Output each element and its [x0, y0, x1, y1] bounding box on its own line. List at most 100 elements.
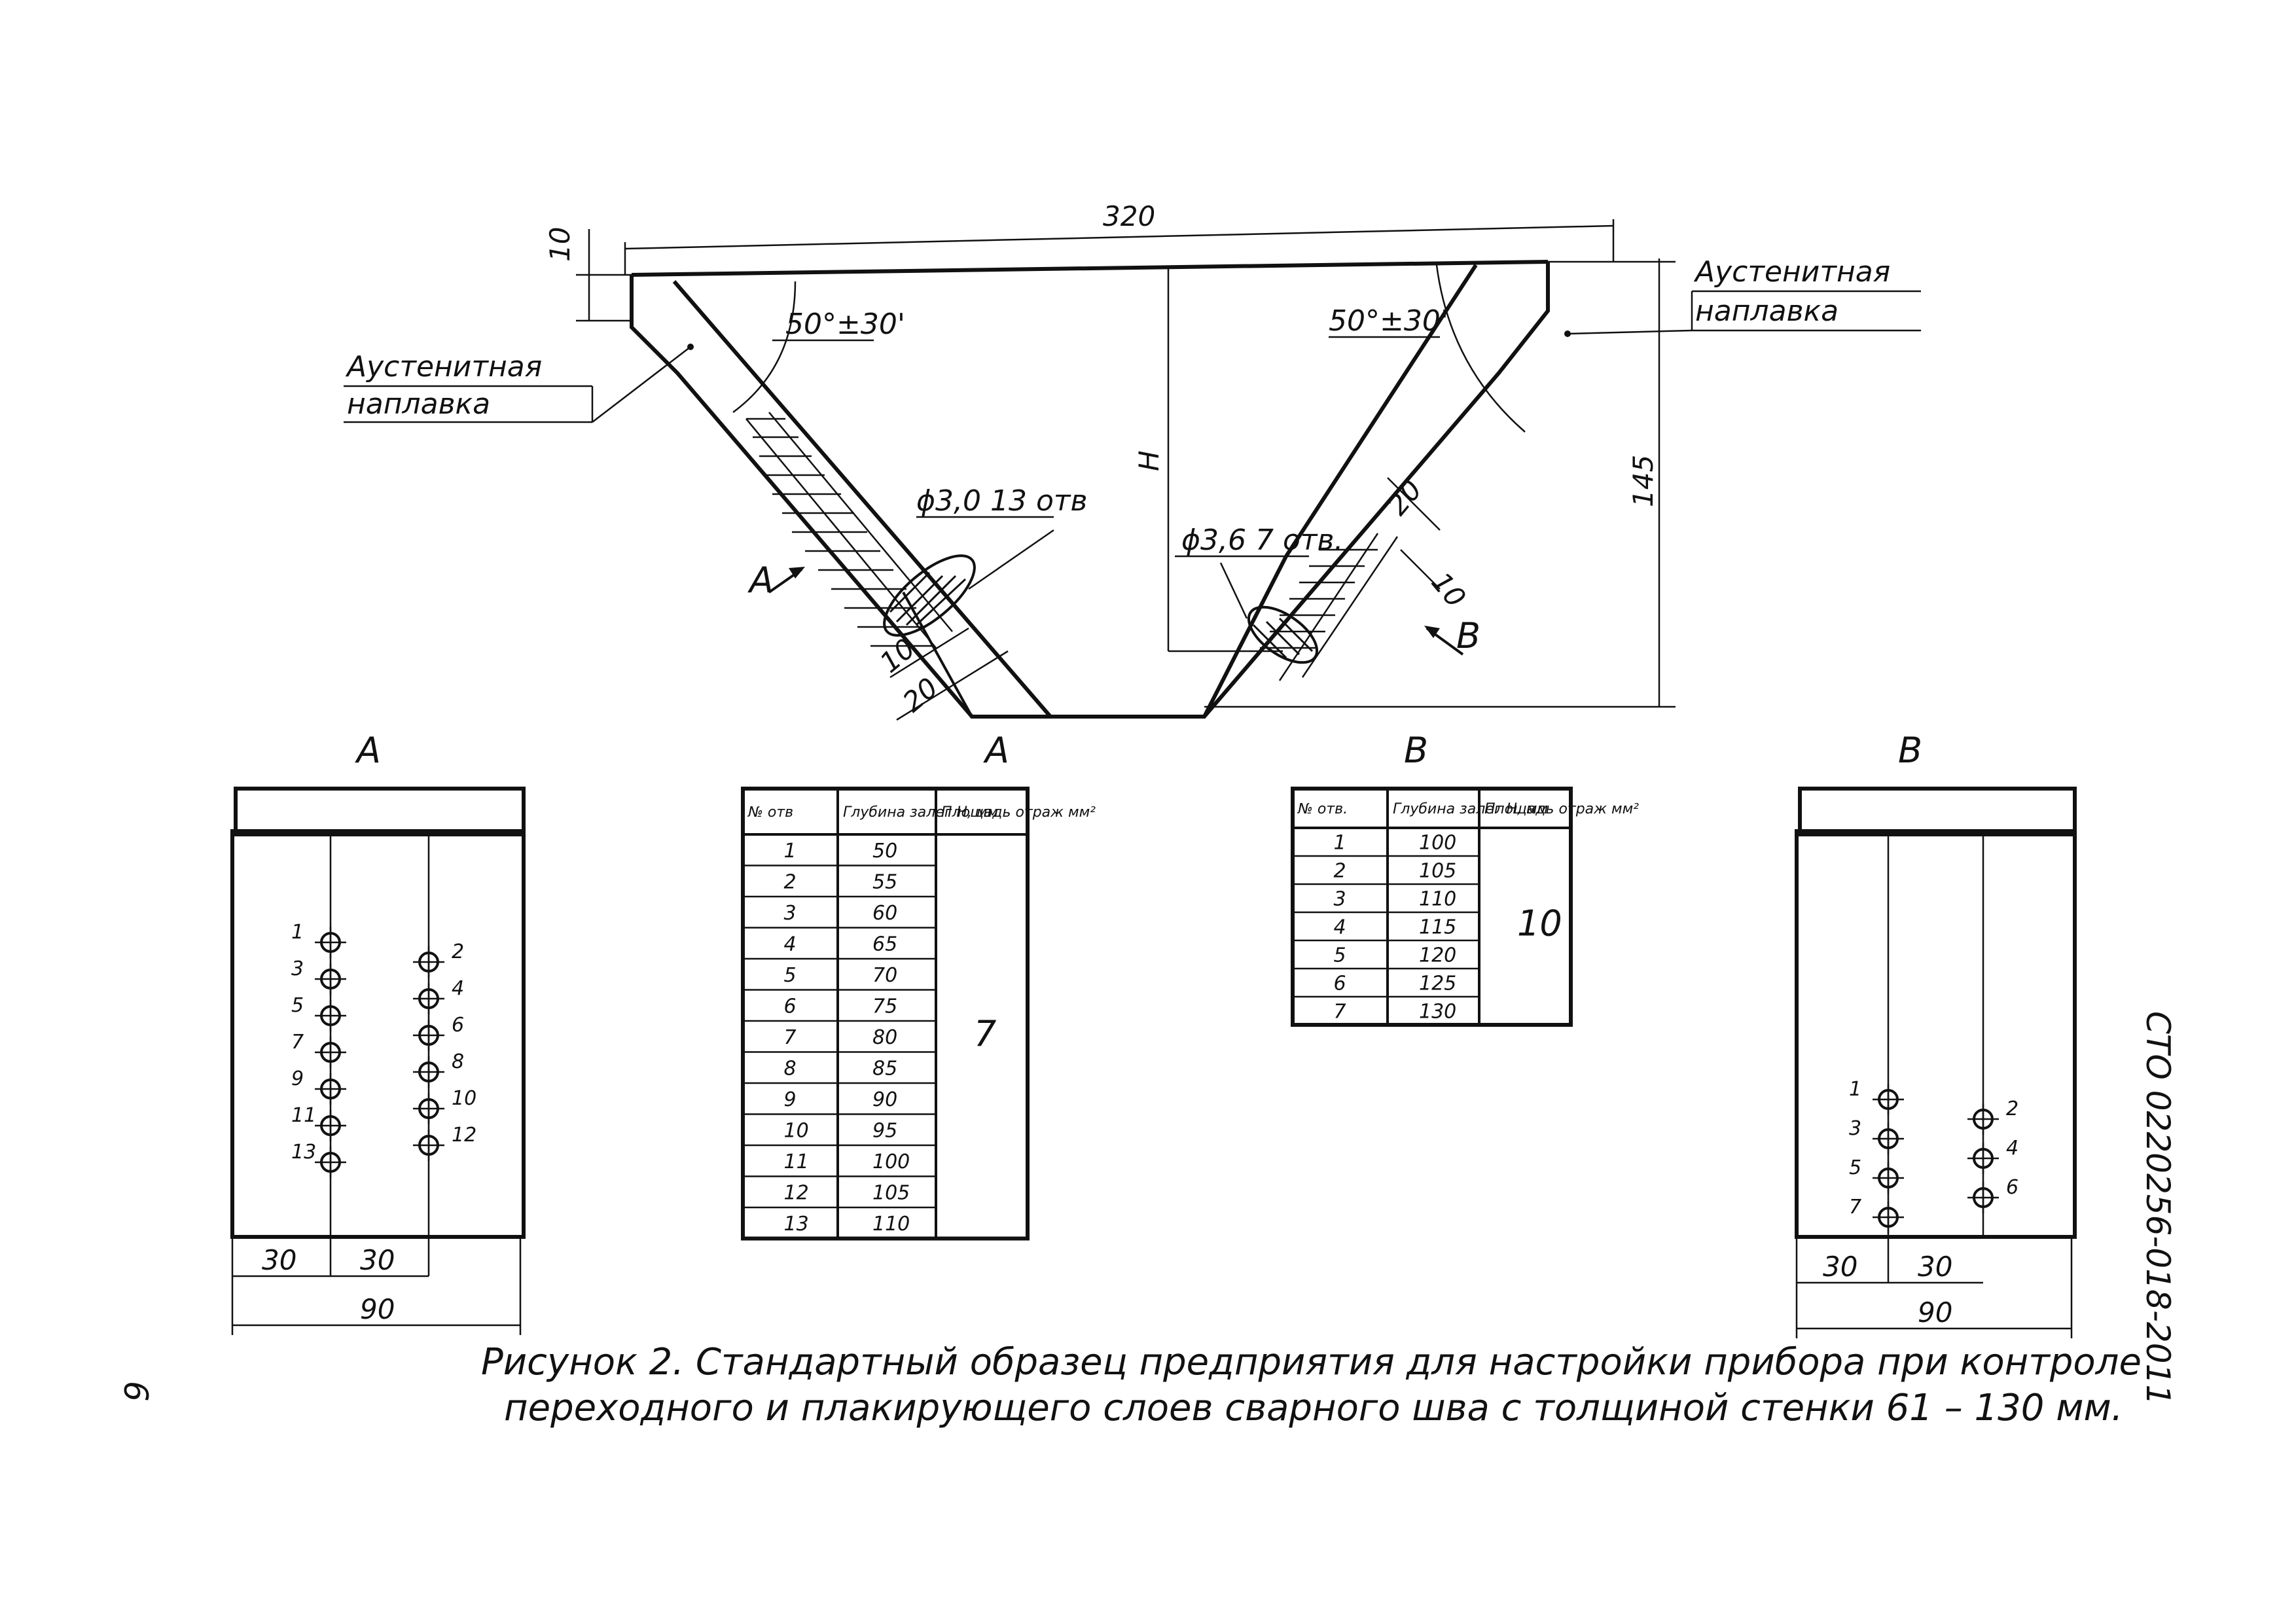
table-a-cell-no: 10	[784, 1119, 809, 1142]
table-b-cell-depth: 100	[1419, 832, 1456, 855]
plate-b-right-holes: 2 4 6	[1967, 1097, 2018, 1213]
dim-right-20-label: 20	[1381, 474, 1428, 521]
plate-b-right-hole-label: 6	[2006, 1176, 2018, 1199]
plate-a-dim-30-left: 30	[262, 1244, 296, 1276]
table-b-cell-no: 4	[1334, 916, 1346, 939]
angle-arc-left	[732, 281, 797, 414]
plate-b-right-hole-label: 4	[2006, 1137, 2018, 1160]
plate-a-left-hole-label: 9	[291, 1067, 304, 1090]
right-holes-axis	[1278, 533, 1379, 681]
table-a-cell-no: 6	[784, 995, 797, 1018]
plate-b-left-hole-label: 7	[1849, 1196, 1861, 1219]
table-a-cell-no: 9	[784, 1088, 797, 1111]
table-a-cell-depth: 75	[872, 995, 897, 1018]
table-a-cell-depth: 95	[872, 1119, 897, 1142]
table-a-cell-depth: 50	[872, 840, 897, 863]
dim-right-10-label: 10	[1425, 566, 1472, 613]
dim-145-label: 145	[1627, 455, 1659, 507]
left-hole-ticks	[745, 412, 953, 649]
holes-left-leader	[968, 529, 1054, 590]
plate-a-right-hole-label: 4	[452, 977, 464, 1000]
dim-left-10-label: 10	[874, 632, 921, 679]
dim-right-10	[1400, 549, 1441, 590]
table-b-cell-no: 6	[1334, 972, 1346, 995]
document-code: СТО 0220256-018-2011	[2139, 1011, 2177, 1405]
plate-a-left-hole-label: 5	[291, 994, 304, 1017]
left-weld-section	[883, 554, 976, 637]
holes-right-label: ϕ3,6 7 отв.	[1181, 524, 1343, 557]
angle-left-label: 50°±30'	[785, 308, 905, 341]
dim-left-20	[896, 650, 1009, 721]
table-a-header: Глубина залег H, мм	[843, 804, 998, 821]
table-a-cell-no: 2	[784, 870, 797, 893]
table-b-cell-depth: 125	[1419, 972, 1456, 995]
left-cladding-step	[902, 592, 973, 717]
plate-b-right-hole-label: 2	[2006, 1097, 2018, 1120]
austenitic-left-leader	[592, 346, 691, 423]
table-b-cell-depth: 120	[1419, 944, 1456, 967]
cross-section: H 50°±30' 50°±30'	[344, 200, 1921, 721]
page-number: 6	[117, 1381, 154, 1402]
left-holes-axis	[745, 418, 937, 649]
block-outline	[630, 262, 1550, 719]
table-a-cell-depth: 65	[872, 933, 897, 955]
table-a-header: Площадь отраж мм²	[941, 804, 1096, 821]
plate-a-right-hole-label: 6	[452, 1014, 464, 1037]
table-a-cell-depth: 85	[872, 1057, 897, 1080]
plate-a-dim-90: 90	[360, 1293, 395, 1325]
table-a-cell-no: 12	[784, 1181, 809, 1204]
table-a-cell-no: 5	[784, 964, 797, 987]
table-a-cell-no: 13	[784, 1213, 809, 1236]
austenitic-right-dot	[1564, 330, 1571, 337]
table-a-cell-depth: 70	[872, 964, 897, 987]
table-a-cell-no: 7	[784, 1026, 797, 1049]
plate-a-right-hole-label: 2	[452, 940, 464, 963]
austenitic-right-leader	[1567, 329, 1693, 335]
caption-line-2: переходного и плакирующего слоев сварног…	[504, 1387, 2123, 1429]
dim-320-label: 320	[1103, 200, 1155, 232]
table-a-cell-no: 11	[784, 1150, 809, 1173]
arrow-b: B	[1424, 615, 1480, 656]
holes-right-leader	[1219, 562, 1248, 619]
table-a-header: № отв	[747, 804, 793, 821]
table-b-title: B	[1404, 730, 1428, 771]
austenitic-left-dot	[687, 344, 694, 350]
table-a-title: A	[983, 730, 1009, 771]
table-a-cell-depth: 60	[872, 902, 897, 925]
dim-320-line	[624, 224, 1614, 250]
table-b-cell-no: 7	[1334, 1001, 1346, 1024]
plate-a-left-hole-label: 1	[291, 921, 304, 944]
dim-right-20	[1387, 477, 1441, 531]
plate-b-left-hole-label: 5	[1849, 1156, 1861, 1179]
table-a-cell-depth: 90	[872, 1088, 897, 1111]
dim-10-top-label: 10	[544, 227, 576, 262]
holes-left-label: ϕ3,0 13 отв	[916, 484, 1087, 518]
table-a-cell-no: 3	[784, 902, 797, 925]
plate-a-dim-30-right: 30	[360, 1244, 395, 1276]
plate-b-left-hole-label: 1	[1849, 1078, 1861, 1101]
caption-line-1: Рисунок 2. Стандартный образец предприят…	[481, 1341, 2142, 1383]
table-b-cell-no: 1	[1334, 832, 1346, 855]
table-b-cell-depth: 115	[1419, 916, 1456, 939]
plate-a-right-hole-label: 10	[452, 1087, 476, 1110]
plate-a-left-hole-label: 7	[291, 1031, 304, 1054]
arrow-b-label: B	[1456, 615, 1480, 656]
table-b-header: Глубина залег H, мм	[1393, 801, 1548, 817]
arrow-a: A	[747, 560, 805, 601]
table-a-cell-no: 4	[784, 933, 797, 955]
h-dimension-label: H	[1133, 450, 1165, 471]
dim-left-10	[889, 627, 969, 679]
block-top-edge	[631, 260, 1549, 277]
view-a-title: A	[355, 730, 381, 771]
table-b-cell-depth: 110	[1419, 888, 1456, 911]
table-b-cell-depth: 105	[1419, 860, 1456, 883]
table-b-header: Площадь отраж мм²	[1484, 801, 1639, 817]
table-a-cell-depth: 55	[872, 870, 897, 893]
groove-right-inner	[1284, 264, 1478, 558]
